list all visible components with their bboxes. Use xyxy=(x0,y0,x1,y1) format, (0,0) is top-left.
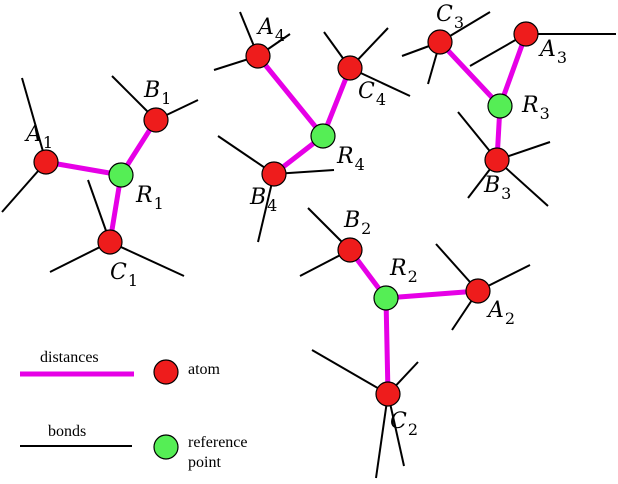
distances-layer xyxy=(43,31,529,397)
label-a1: A1 xyxy=(24,122,53,152)
atom-b2 xyxy=(337,237,363,263)
legend-reference-label-line2: point xyxy=(188,454,221,471)
reference-point-r3 xyxy=(487,93,513,119)
atom-c4 xyxy=(337,55,363,81)
bond-a1-1 xyxy=(21,77,47,163)
label-b3: B3 xyxy=(483,173,511,203)
bond-c1-2 xyxy=(109,241,185,277)
legend-atom-label: atom xyxy=(188,361,221,378)
distance-r2-a2 xyxy=(383,288,481,301)
legend-atom-icon xyxy=(153,359,179,385)
atom-a4 xyxy=(245,43,271,69)
atom-b1 xyxy=(143,107,169,133)
bonds-layer xyxy=(1,11,616,479)
bond-c2-1 xyxy=(311,349,389,395)
legend: distances bonds atom reference point xyxy=(20,349,248,471)
atom-b4 xyxy=(261,161,287,187)
legend-distances-label: distances xyxy=(40,349,99,366)
label-r3: R3 xyxy=(521,93,550,123)
reference-point-r1 xyxy=(108,162,134,188)
label-c4: C4 xyxy=(358,79,386,109)
distance-r4-a4 xyxy=(255,53,326,139)
distance-r1-a1 xyxy=(43,159,124,178)
label-r4: R4 xyxy=(336,144,365,174)
label-a4: A4 xyxy=(256,15,285,45)
label-r2: R2 xyxy=(389,256,418,286)
atom-c2 xyxy=(375,381,401,407)
nodes-layer xyxy=(33,21,539,407)
label-a3: A3 xyxy=(538,37,567,67)
label-c2: C2 xyxy=(390,409,418,439)
label-c3: C3 xyxy=(436,2,464,32)
label-b1: B1 xyxy=(143,78,171,108)
atom-b3 xyxy=(484,147,510,173)
label-c1: C1 xyxy=(110,260,138,290)
distance-r3-c3 xyxy=(437,39,503,109)
distance-r2-c2 xyxy=(383,295,391,397)
legend-reference-label-line1: reference xyxy=(188,434,248,451)
atom-c3 xyxy=(427,29,453,55)
atom-a2 xyxy=(465,278,491,304)
atom-a1 xyxy=(33,149,59,175)
atom-a3 xyxy=(513,21,539,47)
reference-point-r4 xyxy=(310,123,336,149)
legend-reference-icon xyxy=(153,434,179,460)
atom-c1 xyxy=(97,229,123,255)
label-a2: A2 xyxy=(486,298,515,328)
label-b2: B2 xyxy=(343,208,371,238)
distance-r3-a3 xyxy=(497,31,529,109)
label-b4: B4 xyxy=(249,185,277,215)
label-r1: R1 xyxy=(135,183,164,213)
reference-point-r2 xyxy=(373,285,399,311)
legend-bonds-label: bonds xyxy=(48,423,86,440)
bond-c2-2 xyxy=(375,393,389,479)
